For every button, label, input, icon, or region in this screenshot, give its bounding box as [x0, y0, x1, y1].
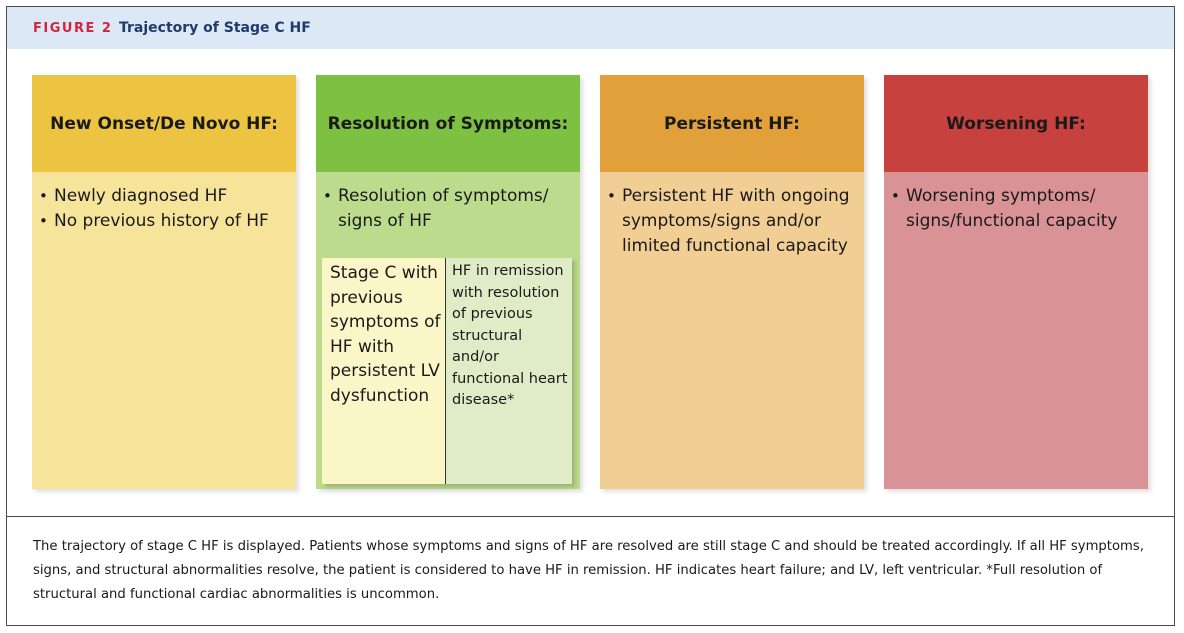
worsening-body: Worsening symptoms/ signs/functional cap…	[884, 172, 1148, 489]
bullet-item: No previous history of HF	[39, 209, 288, 234]
resolution-header: Resolution of Symptoms:	[316, 75, 580, 172]
figure-label: FIGURE 2	[33, 21, 113, 36]
figure-caption: The trajectory of stage C HF is displaye…	[33, 539, 1144, 602]
resolution-subbox: Stage C with previous symptoms of HF wit…	[322, 258, 572, 484]
resolution-body: Resolution of symptoms/ signs of HF Stag…	[316, 172, 580, 489]
persistent-header: Persistent HF:	[600, 75, 864, 172]
persistent-bullets: Persistent HF with ongoing symptoms/sign…	[600, 172, 864, 259]
worsening-column: Worsening HF: Worsening symptoms/ signs/…	[884, 75, 1148, 489]
bullet-item: Persistent HF with ongoing symptoms/sign…	[607, 184, 856, 259]
figure-frame: FIGURE 2 Trajectory of Stage C HF New On…	[6, 6, 1175, 626]
worsening-bullets: Worsening symptoms/ signs/functional cap…	[884, 172, 1148, 234]
new-onset-body: Newly diagnosed HF No previous history o…	[32, 172, 296, 489]
figure-body: New Onset/De Novo HF: Newly diagnosed HF…	[7, 49, 1174, 517]
persistent-body: Persistent HF with ongoing symptoms/sign…	[600, 172, 864, 489]
bullet-item: Worsening symptoms/ signs/functional cap…	[891, 184, 1140, 234]
bullet-item: Newly diagnosed HF	[39, 184, 288, 209]
bullet-item: Resolution of symptoms/ signs of HF	[323, 184, 572, 234]
persistent-column: Persistent HF: Persistent HF with ongoin…	[600, 75, 864, 489]
new-onset-bullets: Newly diagnosed HF No previous history o…	[32, 172, 296, 234]
new-onset-header: New Onset/De Novo HF:	[32, 75, 296, 172]
resolution-bullets: Resolution of symptoms/ signs of HF	[316, 172, 580, 234]
figure-title: Trajectory of Stage C HF	[119, 20, 311, 36]
hf-in-remission-text: HF in remission with resolution of previ…	[446, 258, 572, 484]
stage-c-persistent-lv-text: Stage C with previous symptoms of HF wit…	[322, 258, 446, 484]
new-onset-column: New Onset/De Novo HF: Newly diagnosed HF…	[32, 75, 296, 489]
worsening-header: Worsening HF:	[884, 75, 1148, 172]
resolution-column: Resolution of Symptoms: Resolution of sy…	[316, 75, 580, 489]
figure-header: FIGURE 2 Trajectory of Stage C HF	[7, 7, 1174, 49]
